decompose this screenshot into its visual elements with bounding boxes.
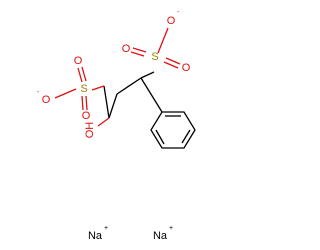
bond-s1-o-left-a [132, 47, 147, 53]
s2-o-top-label: O [74, 55, 83, 67]
bond-s2-o-bottom-b [85, 95, 88, 111]
bond-s2-o-top-a [77, 67, 83, 83]
sulfonate-2-bonds [54, 66, 110, 127]
sodium-ion-1-label: Na [88, 230, 103, 242]
s2-o-bottom-label: O [82, 110, 91, 122]
bond-c3-oh [97, 117, 110, 127]
sodium-ion-1-charge: + [104, 225, 108, 232]
bond-s1-o-top [157, 27, 169, 54]
bond-s1-o-right-a [165, 57, 181, 65]
bond-s1-o-right-b [163, 61, 179, 69]
ring-double-bond-2 [181, 129, 191, 144]
sodium-ion-2-label: Na [153, 230, 168, 242]
s2-o-left-charge: - [37, 89, 40, 96]
bond-c1-c3 [108, 93, 118, 119]
bond-s2-o-left [54, 88, 77, 99]
sulfonate-1-bonds [130, 27, 181, 69]
bond-s2-o-bottom-a [81, 95, 84, 111]
bond-s2-o-top-b [81, 66, 87, 82]
s2-o-left-label: O [42, 94, 51, 106]
sodium-ion-2-charge: + [169, 225, 173, 232]
hydroxyl-label: OH [84, 122, 96, 139]
bond-c2-ring [140, 77, 163, 113]
s1-o-top-charge: - [177, 9, 180, 16]
bond-c2-s1 [140, 71, 155, 79]
s2-label: S [80, 83, 87, 95]
carbon-bonds [103, 71, 163, 119]
ring-double-bond-3 [155, 129, 165, 145]
bond-c1-c2 [116, 77, 142, 95]
bond-c3-s2 [103, 85, 110, 119]
bond-s2-c [91, 85, 105, 91]
structure-drawing: S O - O O S O O - O OH Na + Na + [37, 9, 196, 242]
s1-label: S [151, 51, 158, 63]
bond-s1-o-left-b [130, 51, 145, 57]
ring-outline [150, 111, 196, 149]
s1-o-left-label: O [122, 43, 131, 55]
s1-o-right-label: O [182, 62, 191, 74]
s1-o-top-label: O [167, 15, 176, 27]
benzene-ring [150, 111, 196, 149]
